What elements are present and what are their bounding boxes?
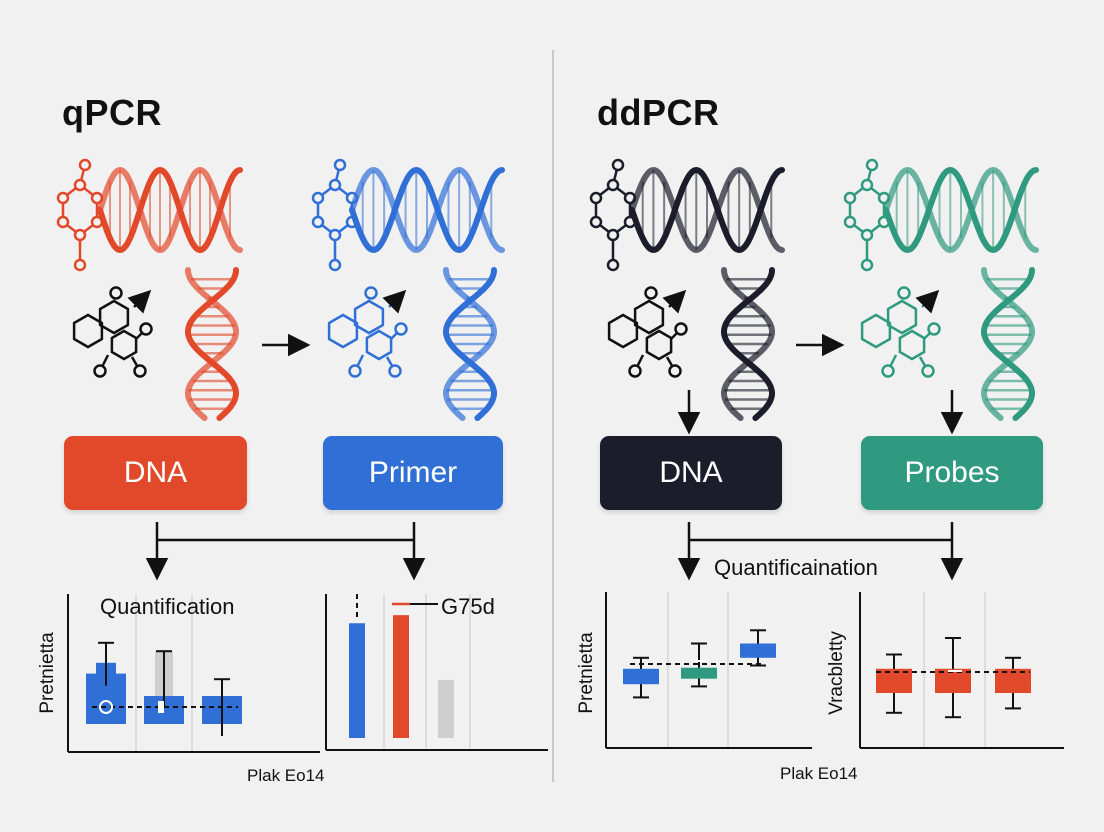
bar — [393, 615, 409, 738]
qpcr-right-chart — [325, 594, 548, 751]
ddpcr-probes-box: Probes — [861, 436, 1043, 510]
qpcr-chart-title: Quantification — [100, 594, 235, 619]
qpcr-x-axis-label: Plak Eo14 — [247, 766, 325, 785]
molecule-icon — [607, 286, 688, 378]
molecule-icon — [589, 158, 637, 272]
dna-helix-icon — [443, 267, 497, 421]
box — [740, 643, 776, 658]
bar — [438, 679, 454, 738]
ddpcr-y-axis-label-left: Pretnietta — [576, 632, 597, 714]
ddpcr-title: ddPCR — [597, 92, 720, 133]
molecule-icon — [56, 158, 104, 272]
dna-helix-icon — [981, 267, 1035, 421]
dna-helix-icon — [629, 166, 785, 254]
qpcr-annotation: G75d — [441, 594, 495, 619]
box — [681, 667, 717, 679]
ddpcr-y-axis-label-right: Vracbletty — [826, 631, 847, 715]
ddpcr-right-chart — [859, 592, 1064, 749]
qpcr-y-axis-label: Pretnietta — [37, 632, 58, 714]
box — [623, 668, 659, 685]
dna-helix-icon — [97, 166, 243, 254]
ddpcr-chart-title: Quantificaination — [714, 555, 878, 580]
qpcr-primer-box: Primer — [323, 436, 503, 510]
qpcr-dna-box: DNA — [64, 436, 247, 510]
marker-symbol — [99, 700, 113, 714]
molecule-icon — [327, 286, 408, 378]
ddpcr-dna-box: DNA — [600, 436, 782, 510]
dna-helix-icon — [721, 267, 775, 421]
qpcr-left-chart — [67, 594, 320, 753]
molecule-icon — [843, 158, 891, 272]
dna-helix-icon — [185, 267, 239, 421]
ddpcr-x-axis-label: Plak Eo14 — [780, 764, 858, 783]
marker-symbol — [158, 701, 164, 713]
molecule-icon — [72, 286, 153, 378]
molecule-icon — [860, 286, 941, 378]
dna-helix-icon — [883, 166, 1039, 254]
qpcr-title: qPCR — [62, 92, 162, 133]
bar — [349, 623, 365, 738]
dna-helix-icon — [349, 166, 505, 254]
ddpcr-left-chart — [605, 592, 812, 749]
molecule-icon — [311, 158, 359, 272]
